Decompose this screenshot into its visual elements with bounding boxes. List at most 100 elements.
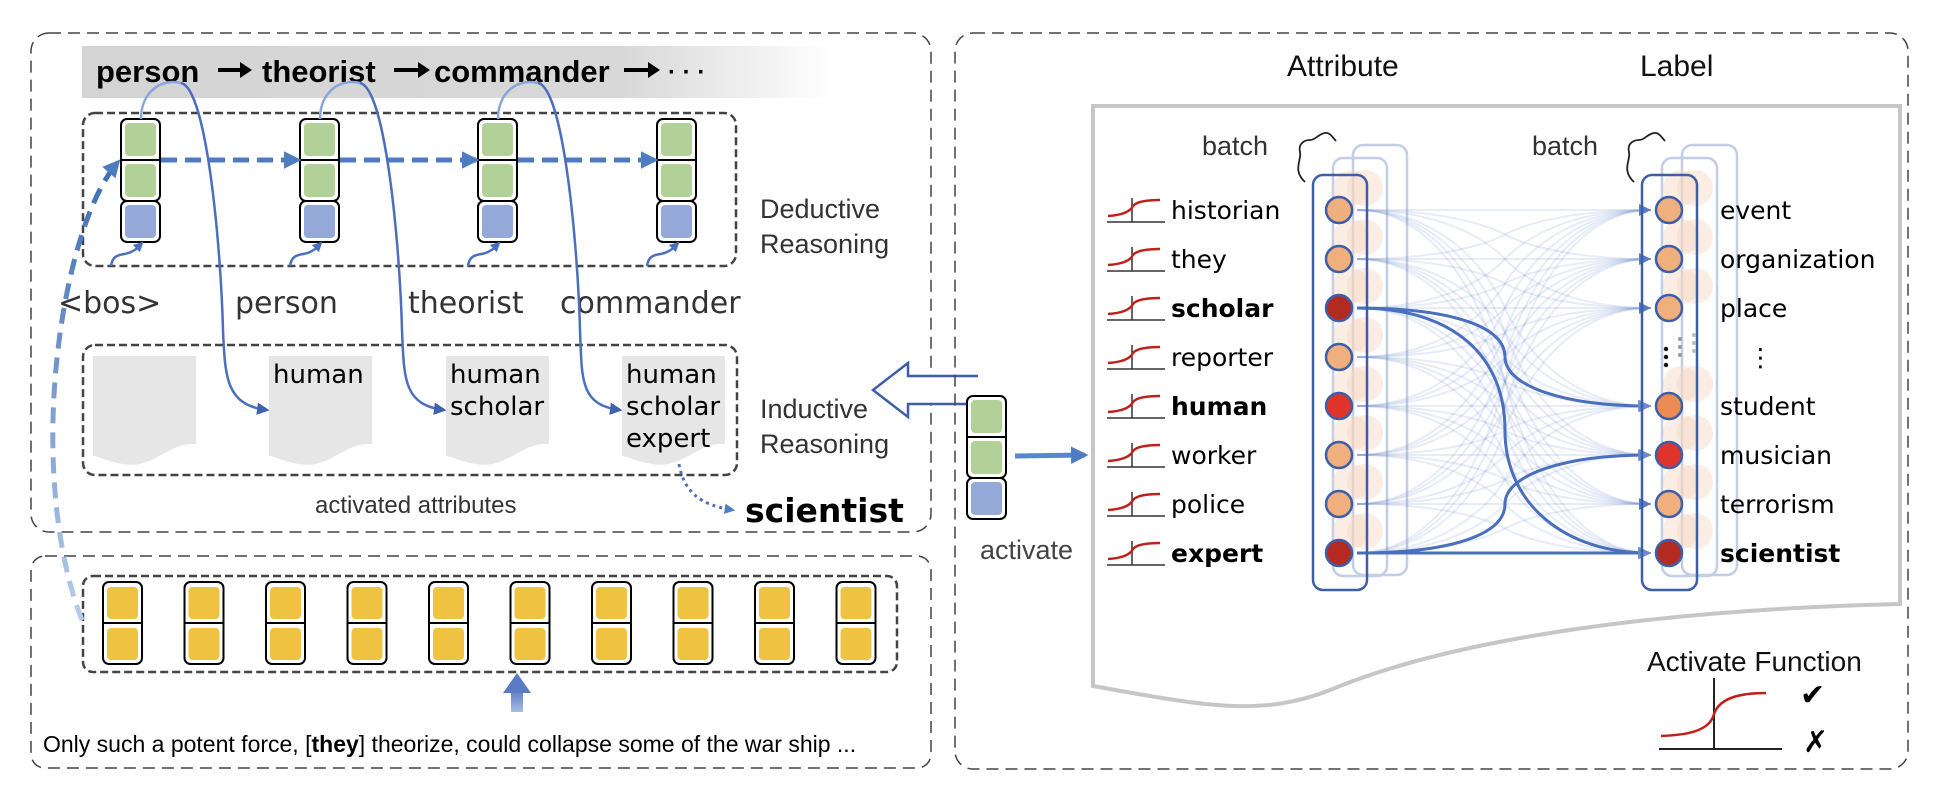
attribute-label: human bbox=[1171, 392, 1267, 421]
sigmoid-icon bbox=[1107, 296, 1165, 321]
deductive-label-line2: Reasoning bbox=[760, 229, 889, 259]
middle-token-column bbox=[966, 395, 1007, 520]
up-arrow-shaft bbox=[511, 690, 523, 712]
attribute-row: reporter bbox=[1107, 343, 1274, 372]
attribute-row: historian bbox=[1107, 196, 1280, 225]
attribute-word: human bbox=[450, 360, 541, 390]
attribute-node bbox=[1324, 391, 1354, 421]
context-token bbox=[346, 581, 388, 665]
label-node bbox=[1654, 391, 1684, 421]
activate-function-sigmoid-icon bbox=[1659, 678, 1782, 750]
deductive-label-line1: Deductive bbox=[760, 194, 880, 224]
batch-page-panel bbox=[1091, 104, 1902, 709]
input-token-label: <bos> bbox=[58, 286, 161, 321]
context-token bbox=[754, 581, 795, 665]
label-name: organization bbox=[1720, 245, 1875, 274]
label-node bbox=[1654, 489, 1684, 519]
input-arrow bbox=[645, 241, 680, 267]
label-node bbox=[1654, 440, 1684, 470]
ghost-node bbox=[1677, 170, 1713, 206]
attribute-activation-link bbox=[180, 81, 270, 415]
attribute-node bbox=[1324, 195, 1354, 225]
attribute-word: scholar bbox=[450, 392, 544, 422]
attribute-activation-link bbox=[537, 81, 623, 415]
label-name: terrorism bbox=[1720, 490, 1835, 519]
context-token bbox=[265, 581, 306, 665]
attribute-node bbox=[1324, 293, 1354, 323]
green-cell bbox=[125, 123, 156, 156]
sigmoid-icon bbox=[1107, 345, 1165, 370]
label-name: ⋮ bbox=[1748, 343, 1773, 372]
sigmoid-icon bbox=[1107, 443, 1165, 468]
attribute-activation-link bbox=[359, 81, 447, 415]
ghost-node bbox=[1347, 513, 1383, 549]
faint-link bbox=[1356, 209, 1652, 260]
faint-link bbox=[1356, 307, 1652, 358]
label-name: place bbox=[1720, 294, 1787, 323]
faint-link bbox=[1356, 209, 1652, 358]
attribute-word: human bbox=[273, 360, 364, 390]
attribute-label: scholar bbox=[1171, 294, 1274, 323]
label-output-link bbox=[318, 80, 361, 120]
result-dotted-arrow bbox=[677, 463, 736, 514]
sigmoid-icon bbox=[1107, 394, 1165, 419]
inductive-label-line1: Inductive bbox=[760, 394, 868, 424]
attribute-node bbox=[1324, 440, 1354, 470]
faint-link bbox=[1356, 258, 1652, 505]
attribute-row: scholar bbox=[1107, 294, 1274, 323]
faint-link bbox=[1356, 258, 1652, 407]
blue-cell bbox=[482, 205, 513, 238]
label-name: musician bbox=[1720, 441, 1832, 470]
green-cell bbox=[971, 441, 1002, 474]
attribute-row: human bbox=[1107, 392, 1267, 421]
blue-cell bbox=[661, 205, 692, 238]
green-cell bbox=[661, 123, 692, 156]
faint-link bbox=[1356, 209, 1652, 407]
faint-link bbox=[1356, 209, 1652, 554]
attribute-label: worker bbox=[1171, 441, 1257, 470]
attribute-row: expert bbox=[1107, 539, 1263, 568]
sigmoid-icon bbox=[1107, 247, 1165, 272]
faint-link bbox=[1356, 503, 1652, 554]
faint-link bbox=[1356, 356, 1652, 554]
attribute-word: expert bbox=[626, 424, 710, 454]
input-token-label: person bbox=[235, 286, 338, 321]
inductive-result: scientist bbox=[745, 491, 904, 530]
green-cell bbox=[304, 164, 335, 197]
attribute-header: Attribute bbox=[1287, 50, 1399, 83]
label-output-link bbox=[496, 80, 539, 120]
network-panel bbox=[954, 32, 1909, 770]
ghost-node bbox=[1677, 464, 1713, 500]
blue-cell bbox=[304, 205, 335, 238]
label-batch-capsule bbox=[1640, 173, 1699, 592]
activate-label: activate bbox=[980, 535, 1073, 565]
activate-function-title: Activate Function bbox=[1647, 646, 1862, 677]
ghost-node bbox=[1347, 464, 1383, 500]
inductive-label-line2: Reasoning bbox=[760, 429, 889, 459]
ghost-node bbox=[1347, 170, 1383, 206]
faint-link bbox=[1356, 209, 1652, 407]
chain-ellipsis: · · · bbox=[668, 59, 705, 86]
ghost-node bbox=[1347, 317, 1383, 353]
reasoning-panel bbox=[30, 32, 932, 533]
context-token bbox=[428, 581, 469, 665]
inductive-hollow-arrow bbox=[870, 360, 978, 420]
faint-link bbox=[1356, 258, 1652, 554]
faint-link bbox=[1356, 209, 1652, 554]
green-cell bbox=[125, 164, 156, 197]
check-icon: ✔ bbox=[1800, 678, 1825, 713]
attribute-batch-label: batch bbox=[1202, 131, 1268, 161]
attribute-row: police bbox=[1107, 490, 1245, 519]
attribute-word: scholar bbox=[626, 392, 720, 422]
context-token bbox=[835, 581, 877, 665]
label-node bbox=[1654, 244, 1684, 274]
label-node bbox=[1654, 195, 1684, 225]
highlighted-link bbox=[1356, 306, 1651, 412]
context-token bbox=[509, 581, 551, 665]
attribute-batch-capsule bbox=[1311, 173, 1369, 592]
attribute-label: they bbox=[1171, 245, 1227, 274]
label-name: event bbox=[1720, 196, 1791, 225]
green-cell bbox=[482, 123, 513, 156]
